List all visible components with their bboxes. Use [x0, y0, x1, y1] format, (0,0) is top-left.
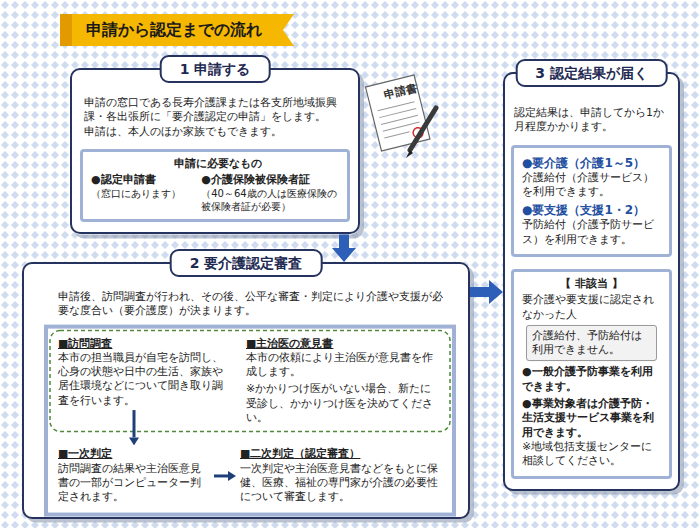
body-text: 認定結果は、申請してから1か月程度かかります。 — [514, 106, 669, 135]
box-fill — [511, 269, 672, 479]
step-heading: 2 要介護認定審査 — [170, 249, 323, 277]
body-text: 申請は、本人のほか家族でもできます。 — [84, 125, 346, 139]
step-block: ■二次判定（認定審査）一次判定や主治医意見書などをもとに保健、医療、福祉の専門家… — [236, 445, 446, 506]
form-label: 申請書 — [383, 80, 419, 103]
box-fill — [526, 325, 657, 362]
body-text: 一次判定や主治医意見書などをもとに保健、医療、福祉の専門家が介護の必要性について… — [240, 462, 442, 505]
dashed-group — [50, 331, 450, 432]
step-block: ■一次判定訪問調査の結果や主治医意見書の一部がコンピューター判定されます。 — [54, 445, 214, 506]
info-panel: ●要介護（介護1～5）介護給付（介護サービス）を利用できます。 ●要支援（支援1・… — [511, 145, 672, 257]
form-illustration — [366, 75, 430, 151]
body-text: 介護給付（介護サービス）を利用できます。 — [522, 171, 661, 200]
info-panel: 申請に必要なもの ●認定申請書（窓口にあります） ●介護保険被保険者証（40～64歳… — [80, 149, 350, 223]
step-block: ■訪問調査本市の担当職員が自宅を訪問し、心身の状態や日中の生活、家族や居住環境な… — [54, 335, 236, 410]
item-text: 申請に必要なもの — [91, 157, 345, 171]
item-text: ●要介護（介護1～5） — [522, 156, 661, 172]
body-text: 要介護や要支援に認定されなかった人 — [522, 293, 661, 322]
step-arrow — [214, 474, 228, 477]
box-fill — [503, 72, 680, 491]
info-panel: 【 非該当 】要介護や要支援に認定されなかった人介護給付、予防給付は利用できませ… — [511, 269, 672, 479]
note-box: 介護給付、予防給付は利用できません。 — [526, 325, 657, 362]
body-text: 申請後、訪問調査が行われ、その後、公平な審査・判定により介護や支援が必要な度合い… — [58, 290, 452, 319]
process-box: 3 認定結果が届く認定結果は、申請してから1か月程度かかります。●要介護（介護1… — [503, 72, 680, 491]
process-box: 1 申請する申請の窓口である長寿介護課または各支所地域振興課・各出張所に「要介護… — [70, 68, 360, 234]
item-text: （40～64歳の人は医療保険の被保険者証が必要） — [201, 187, 345, 213]
flow-arrow — [470, 287, 489, 297]
item-text: 【 非該当 】 — [522, 277, 661, 291]
step-arrow — [133, 410, 136, 437]
body-text: 申請の窓口である長寿介護課または各支所地域振興課・各出張所に「要介護認定の申請」… — [84, 96, 346, 125]
item-text: ■訪問調査 — [58, 337, 232, 351]
form-lines — [378, 102, 422, 138]
item-text: ●介護保険被保険者証 — [201, 173, 345, 187]
step-block: ■主治医の意見書本市の依頼により主治医が意見書を作成します。※かかりつけ医がいな… — [242, 335, 446, 428]
item-text: ■二次判定（認定審査） — [240, 447, 442, 461]
step-heading: 1 申請する — [160, 55, 271, 83]
item-text: ●認定申請書 — [91, 173, 195, 187]
body-text: 訪問調査の結果や主治医意見書の一部がコンピューター判定されます。 — [58, 462, 210, 505]
pen-illustration — [406, 108, 436, 158]
review-panel — [46, 327, 454, 515]
box-fill — [22, 262, 470, 519]
body-text: 予防給付（介護予防サービス）を利用できます。 — [522, 218, 661, 247]
box-shadow — [74, 72, 364, 238]
body-text: 本市の担当職員が自宅を訪問し、心身の状態や日中の生活、家族や居住環境などについて… — [58, 351, 232, 408]
item-text: ●要支援（支援1・2） — [522, 203, 661, 219]
item-text: （窓口にあります） — [91, 187, 195, 213]
title-banner — [60, 14, 294, 46]
box-fill — [511, 145, 672, 257]
item-text: ※かかりつけ医がいない場合、新たに受診し、かかりつけ医を決めてください。 — [246, 382, 442, 425]
item-text: ■一次判定 — [58, 447, 210, 461]
title-banner-edge — [60, 14, 72, 46]
item-text: ■主治医の意見書 — [246, 337, 442, 351]
body-text: 介護給付、予防給付は利用できません。 — [532, 329, 651, 358]
diagram-title: 申請から認定までの流れ — [86, 20, 262, 41]
form-paper — [366, 75, 430, 151]
item-text: ●事業対象者は介護予防・生活支援サービス事業を利用できます。 — [522, 397, 661, 440]
box-fill — [80, 149, 350, 223]
step-heading: 3 認定結果が届く — [515, 59, 668, 87]
process-box: 2 要介護認定審査申請後、訪問調査が行われ、その後、公平な審査・判定により介護や… — [22, 262, 470, 519]
item-text: ●一般介護予防事業を利用できます。 — [522, 365, 661, 394]
body-text: 本市の依頼により主治医が意見書を作成します。 — [246, 351, 442, 380]
body-text: ※地域包括支援センターに相談してください。 — [522, 440, 661, 469]
flow-arrow — [339, 234, 349, 248]
box-fill — [70, 68, 360, 234]
